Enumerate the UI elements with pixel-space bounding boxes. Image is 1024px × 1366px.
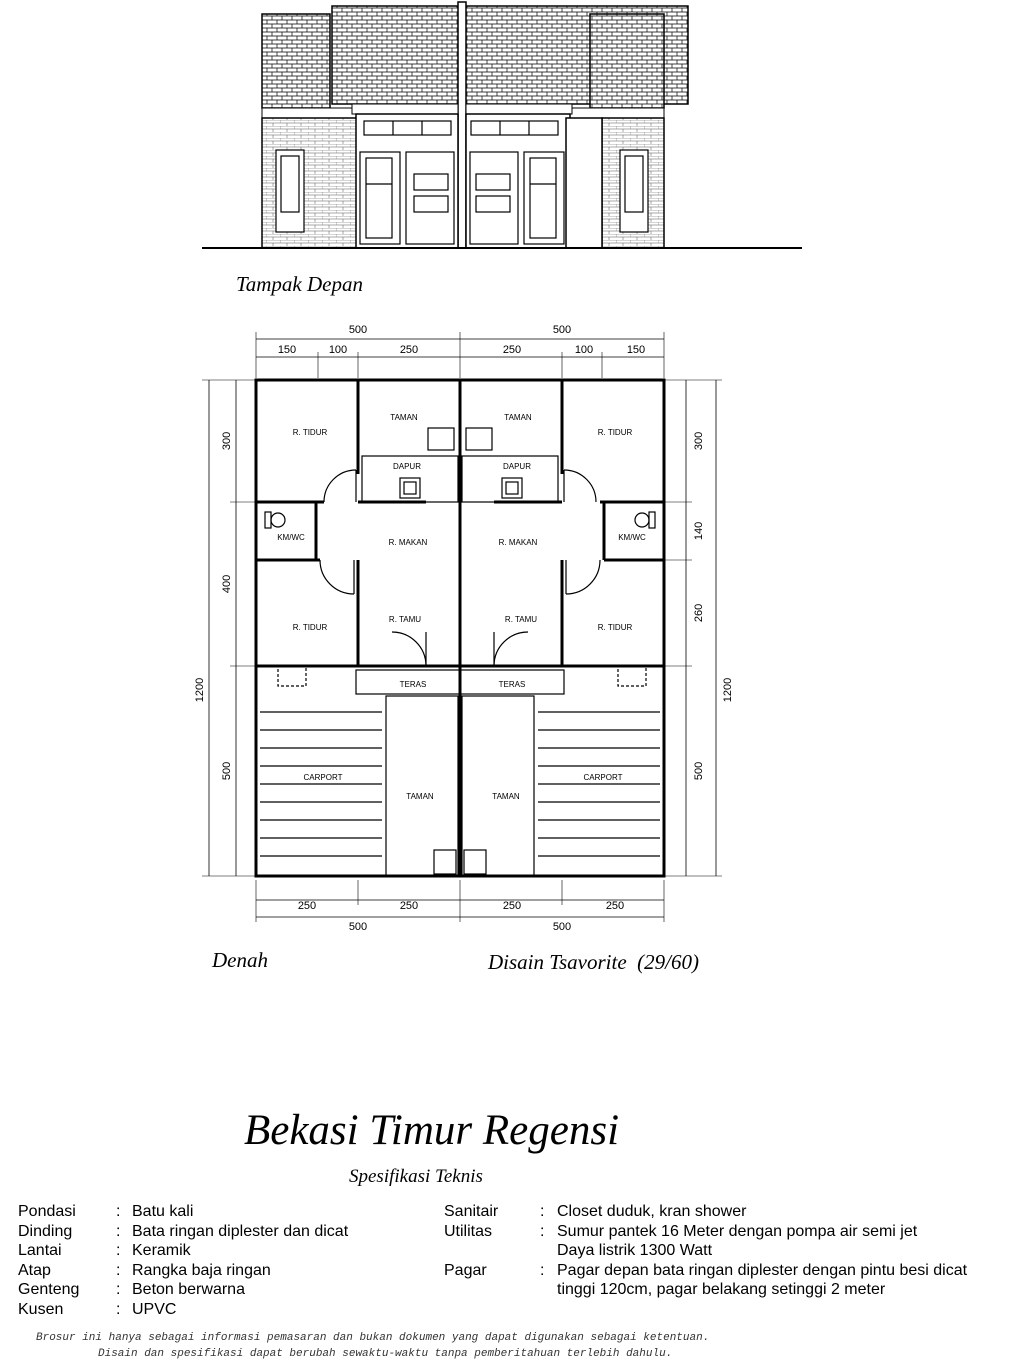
room-label-makan: R. MAKAN [499,538,538,547]
room-label-tamu: R. TAMU [389,615,421,624]
dim-top-seg-2: 100 [329,344,347,356]
room-label-tidur: R. TIDUR [598,428,633,437]
spec-row: Sanitair: Closet duduk, kran shower [444,1202,1014,1222]
spec-row: Daya listrik 1300 Watt [444,1241,1014,1261]
spec-row: Pagar: Pagar depan bata ringan diplester … [444,1261,1014,1281]
roof-left-side [261,13,331,109]
spec-label: Lantai [18,1242,62,1259]
spec-value: Sumur pantek 16 Meter dengan pompa air s… [557,1222,918,1240]
room-label-makan: R. MAKAN [389,538,428,547]
spec-label: Genteng [18,1281,80,1298]
spec-colon: : [116,1222,121,1240]
room-label-tamu: R. TAMU [505,615,537,624]
room-label-kmwc: KM/WC [277,533,305,542]
dim-bottom-seg-2: 250 [400,900,418,912]
room-label-dapur: DAPUR [503,462,531,471]
specs-right: Sanitair: Closet duduk, kran shower Utili… [444,1202,1014,1300]
room-label-dapur: DAPUR [393,462,421,471]
spec-label: Kusen [18,1300,64,1318]
spec-value: Batu kali [132,1203,194,1220]
spec-colon: : [116,1300,121,1318]
design-caption: Disain Tsavorite (29/60) [488,950,699,974]
spec-label: Dinding [18,1222,73,1240]
spec-label: Atap [18,1261,51,1279]
room-label-tidur: R. TIDUR [293,428,328,437]
floor-plan-drawing: 500 500 150 100 250 250 100 150 250 250 … [194,324,734,933]
dim-bottom-seg-1: 250 [298,900,316,912]
dim-top-seg-1: 150 [278,344,296,356]
dim-right-300: 300 [693,432,705,450]
room-label-taman: TAMAN [504,413,532,422]
dim-right-140: 140 [693,522,705,540]
dim-left-500: 500 [221,762,233,780]
dim-top-seg-4: 250 [503,344,521,356]
spec-row: Utilitas: Sumur pantek 16 Meter dengan po… [444,1222,1014,1242]
room-label-carport: CARPORT [584,773,623,782]
spec-colon: : [540,1222,545,1240]
spec-colon: : [116,1242,121,1259]
spec-value: Keramik [132,1242,191,1259]
dim-bottom-seg-4: 250 [606,900,624,912]
dim-right-260: 260 [693,604,705,622]
disclaimer-line-1: Brosur ini hanya sebagai informasi pemas… [36,1332,710,1344]
spec-row: Genteng: Beton berwarna [18,1280,418,1300]
room-label-taman: TAMAN [390,413,418,422]
dim-left-400: 400 [221,575,233,593]
spec-colon: : [540,1203,545,1220]
spec-colon: : [116,1281,121,1298]
dim-bottom-overall-right: 500 [553,921,571,933]
spec-row: Atap: Rangka baja ringan [18,1261,418,1281]
spec-value: tinggi 120cm, pagar belakang setinggi 2 … [557,1281,886,1298]
disclaimer-line-2: Disain dan spesifikasi dapat berubah sew… [98,1348,673,1360]
spec-value: Bata ringan diplester dan dicat [132,1222,349,1240]
room-label-teras: TERAS [400,680,427,689]
dim-bottom-seg-3: 250 [503,900,521,912]
dim-right-500: 500 [693,762,705,780]
room-label-carport: CARPORT [304,773,343,782]
specs-left: Pondasi: Batu kali Dinding: Bata ringan di… [18,1202,418,1319]
room-label-tidur: R. TIDUR [598,623,633,632]
dim-top-seg-5: 100 [575,344,593,356]
specs-subtitle: Spesifikasi Teknis [349,1166,483,1187]
dim-top-overall-left: 500 [349,324,367,336]
dim-top-overall-right: 500 [553,324,571,336]
dim-top-seg-3: 250 [400,344,418,356]
spec-label: Sanitair [444,1203,499,1220]
room-label-kmwc: KM/WC [618,533,646,542]
spec-row: Dinding: Bata ringan diplester dan dicat [18,1222,418,1242]
dim-top-seg-6: 150 [627,344,645,356]
spec-label: Pondasi [18,1203,76,1220]
room-label-taman: TAMAN [406,792,434,801]
spec-label: Utilitas [444,1222,493,1240]
spec-indent [444,1241,557,1261]
spec-row: Pondasi: Batu kali [18,1202,418,1222]
dim-bottom-overall-left: 500 [349,921,367,933]
spec-value: Pagar depan bata ringan diplester dengan… [557,1261,968,1279]
spec-colon: : [116,1261,121,1279]
spec-row: Lantai: Keramik [18,1241,418,1261]
room-label-tidur: R. TIDUR [293,623,328,632]
dim-left-300: 300 [221,432,233,450]
dim-left-1200: 1200 [194,678,206,702]
spec-value: UPVC [132,1300,177,1318]
spec-value: Daya listrik 1300 Watt [557,1242,713,1259]
spec-label: Pagar [444,1261,487,1279]
spec-value: Beton berwarna [132,1281,245,1298]
spec-value: Closet duduk, kran shower [557,1203,747,1220]
spec-colon: : [540,1261,545,1279]
spec-row: Kusen: UPVC [18,1300,418,1320]
spec-colon: : [116,1203,121,1220]
room-label-teras: TERAS [499,680,526,689]
spec-value: Rangka baja ringan [132,1261,271,1279]
spec-indent [444,1280,557,1300]
front-elevation-drawing [202,1,802,249]
roof-right-side [589,13,665,109]
spec-row: tinggi 120cm, pagar belakang setinggi 2 … [444,1280,1014,1300]
room-label-taman: TAMAN [492,792,520,801]
plan-caption: Denah [212,948,268,972]
dim-right-1200: 1200 [722,678,734,702]
elevation-caption: Tampak Depan [236,272,363,296]
project-title: Bekasi Timur Regensi [244,1107,620,1154]
